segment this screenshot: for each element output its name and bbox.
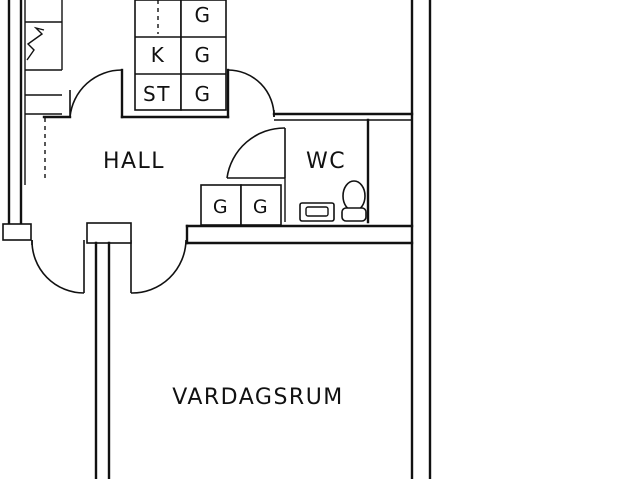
hall-top-left-door	[69, 69, 123, 118]
room-label-wc: WC	[306, 149, 346, 174]
cabinet-label: G	[195, 43, 212, 67]
cabinet-label: K	[151, 43, 166, 67]
central-post	[86, 222, 132, 244]
hall-top-wall	[42, 68, 230, 119]
cabinet-label: G	[195, 3, 212, 27]
cabinet-label: G	[195, 82, 212, 106]
stair-closet	[24, 0, 63, 185]
wc-sink-icon	[299, 202, 335, 222]
wc-toilet-icon	[341, 180, 367, 222]
cabinet-block-bottom	[200, 184, 282, 226]
cabinet-label: ST	[143, 82, 171, 106]
cabinet-block-top	[134, 0, 227, 111]
wc-walls	[272, 112, 414, 224]
hall-bottom-right-door	[130, 239, 187, 294]
cabinet-label: G	[213, 196, 229, 218]
living-left-wall	[94, 241, 111, 479]
room-label-living: VARDAGSRUM	[172, 385, 344, 410]
right-wall	[410, 0, 432, 479]
hall-bottom-left-door	[31, 239, 85, 294]
left-wall	[2, 0, 32, 241]
cabinet-label: G	[253, 196, 269, 218]
living-top-wall	[185, 224, 414, 245]
wc-door	[226, 127, 286, 179]
room-label-hall: HALL	[103, 149, 165, 174]
hall-top-right-door	[227, 69, 275, 118]
